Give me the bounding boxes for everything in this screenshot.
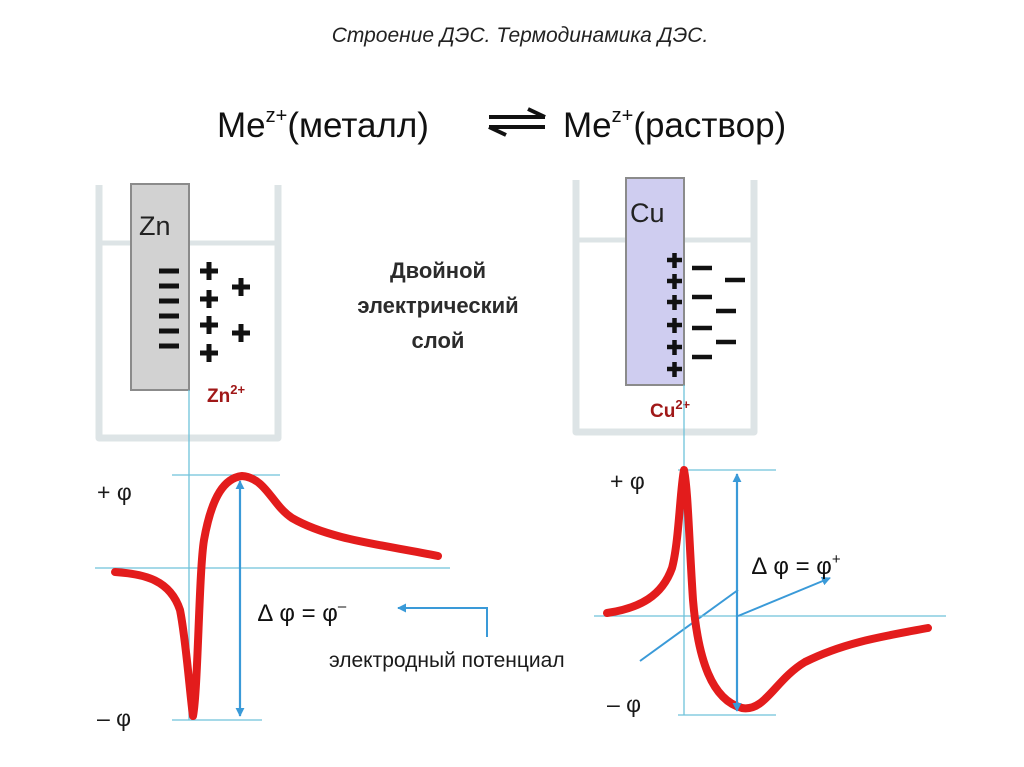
double-layer-label: Двойной электрический слой [357,258,518,353]
cu-ion-label: Cu2+ [650,397,691,422]
eq-left-base: Me [217,106,266,145]
double-layer-line-1: Двойной [390,258,486,283]
cu-diagonal-pointer [737,576,831,617]
zn-positive-charges [200,262,250,362]
cu-positive-charges [667,253,682,377]
zn-potential-curve [111,472,442,720]
double-layer-line-2: электрический [357,293,518,318]
svg-text:Mez+(металл): Mez+(металл) [217,105,429,145]
cu-plus-phi: + φ [610,468,645,494]
zn-delta-label: ∆ φ = φ– [258,598,347,627]
svg-text:Mez+(раствор): Mez+(раствор) [563,105,786,145]
slide-title: Строение ДЭС. Термодинамика ДЭС. [332,24,709,47]
electrode-potential-label: электродный потенциал [329,649,565,672]
zn-plus-phi: + φ [97,479,132,505]
cu-potential-curve [603,466,932,713]
eq-left-rest: (металл) [287,106,429,145]
equilibrium-arrows-icon [488,107,546,137]
equilibrium-equation: Mez+(металл) Mez+(раствор) [217,105,786,145]
eq-right-base: Me [563,106,612,145]
eq-right-rest: (раствор) [633,106,786,145]
cu-delta-label: ∆ φ = φ+ [752,551,841,580]
zn-electrode-label: Zn [139,211,171,241]
cu-minus-phi: – φ [607,691,641,717]
zn-negative-charges [159,268,179,349]
eq-left-sup: z+ [266,105,288,127]
zn-panel: Zn Zn2+ [95,183,450,731]
cu-negative-charges [692,265,745,360]
double-layer-line-3: слой [412,328,465,353]
zn-ion-label: Zn2+ [207,382,245,407]
cu-panel: Cu Cu2+ [572,177,946,717]
zn-minus-phi: – φ [97,705,131,731]
cu-electrode-label: Cu [630,198,665,228]
cu-guide-lines [594,385,946,716]
eq-right-sup: z+ [612,105,634,127]
electrode-potential-pointer [397,589,739,662]
